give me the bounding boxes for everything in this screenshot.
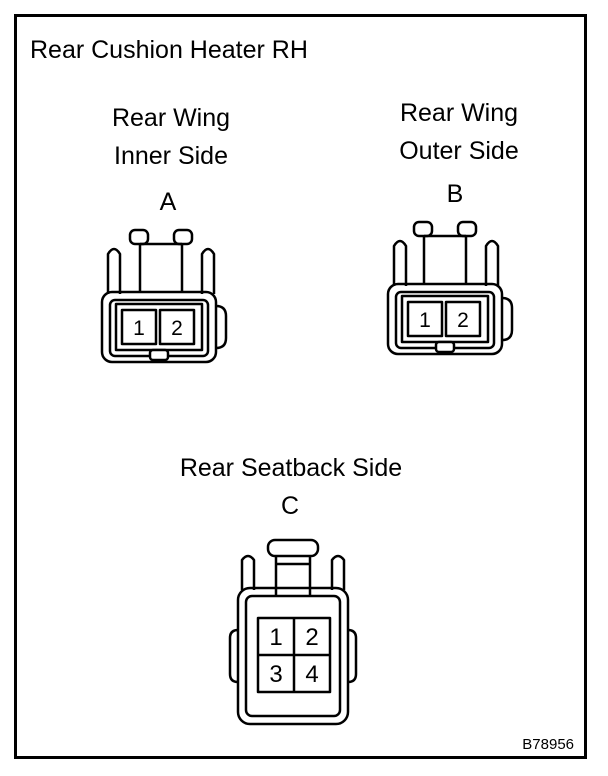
connector-c-pin-1-label: 1 — [269, 624, 282, 651]
connector-b-top-latch-right — [456, 220, 478, 238]
connector-a-right-rib — [200, 247, 216, 294]
connector-b-letter: B — [446, 180, 464, 208]
connector-c-letter: C — [280, 492, 300, 520]
connector-a-cavity-2 — [158, 308, 196, 346]
connector-a-housing-outer — [100, 290, 218, 364]
connector-c-left-rib — [240, 554, 256, 590]
connector-b-name-line-1: Rear Wing — [399, 99, 519, 127]
connector-b-cavity-1 — [406, 300, 444, 338]
connector-c-name: Rear Seatback Side — [179, 454, 403, 482]
connector-b-top-latch-left — [412, 220, 434, 238]
connector-a-top-latch-left — [128, 228, 150, 246]
connector-a-pin-1-label: 1 — [133, 317, 145, 340]
connector-c-housing-inner — [244, 594, 342, 718]
connector-b-pin-1-label: 1 — [419, 309, 431, 332]
connector-b-drawing: 1 2 — [386, 220, 514, 356]
connector-b-right-rib — [484, 239, 500, 286]
connector-b-key — [434, 340, 456, 354]
connector-c-lock-arm — [274, 556, 312, 596]
connector-a-lock-arm — [138, 242, 184, 292]
connector-a-name-line-1: Rear Wing — [111, 104, 231, 132]
connector-b-pin-2-label: 2 — [457, 309, 469, 332]
connector-a-pin-2-label: 2 — [171, 317, 183, 340]
connector-c-left-tab — [228, 628, 239, 684]
connector-c-pin-4-label: 4 — [305, 661, 318, 688]
connector-b-housing-outer — [386, 282, 504, 356]
connector-a-top-latch-right — [172, 228, 194, 246]
connector-b-name-line-2: Outer Side — [399, 137, 519, 165]
connector-a-side-tab — [215, 304, 228, 350]
connector-a-letter: A — [159, 188, 177, 216]
connector-c-housing-outer — [236, 586, 350, 726]
connector-b-lock-arm — [422, 234, 468, 284]
connector-c-drawing: 1 2 3 4 — [228, 538, 358, 726]
connector-c-right-tab — [347, 628, 358, 684]
connector-b-cavity-2 — [444, 300, 482, 338]
connector-a-key — [148, 348, 170, 362]
connector-b-side-tab — [501, 296, 514, 342]
connector-c-top-latch — [266, 538, 320, 558]
connector-b-left-rib — [392, 239, 408, 286]
connector-a-left-rib — [106, 247, 122, 294]
connector-a-drawing: 1 2 — [100, 228, 228, 364]
connector-c-pin-2-label: 2 — [305, 624, 318, 651]
connector-c-grid-dividers — [258, 618, 330, 692]
diagram-title: Rear Cushion Heater RH — [30, 36, 308, 64]
connector-a-cavity-1 — [120, 308, 158, 346]
connector-c-right-rib — [330, 554, 346, 590]
diagram-frame — [14, 14, 587, 759]
figure-code: B78956 — [522, 736, 574, 753]
connector-a-name-line-2: Inner Side — [114, 142, 228, 170]
connector-c-pin-3-label: 3 — [269, 661, 282, 688]
